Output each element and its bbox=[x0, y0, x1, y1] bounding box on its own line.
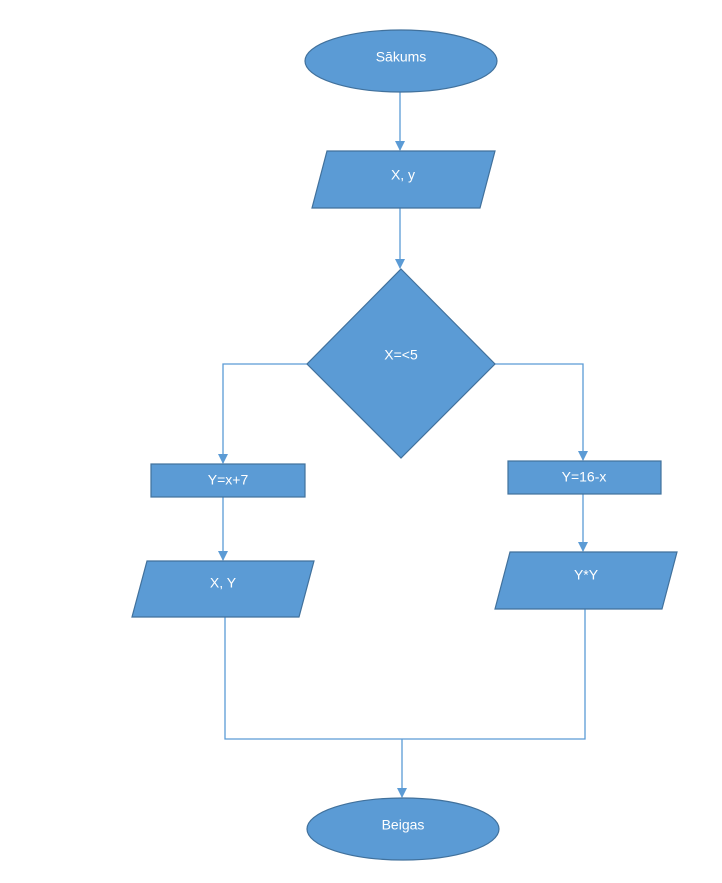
start-label: Sākums bbox=[376, 49, 427, 65]
process-left-label: Y=x+7 bbox=[208, 472, 249, 488]
edge-right-output-to-merge bbox=[402, 608, 586, 740]
decision-label: X=<5 bbox=[384, 347, 418, 363]
output-right-node: Y*Y bbox=[494, 551, 678, 610]
edge-decision-to-right-process bbox=[495, 363, 588, 461]
edge-decision-to-left-process bbox=[218, 363, 307, 464]
output-right-label: Y*Y bbox=[574, 567, 599, 583]
process-right-node: Y=16-x bbox=[507, 460, 662, 495]
connectors bbox=[218, 92, 588, 798]
edge-left-output-to-merge bbox=[224, 617, 402, 740]
end-label: Beigas bbox=[382, 817, 425, 833]
output-left-label: X, Y bbox=[210, 575, 237, 591]
process-left-node: Y=x+7 bbox=[150, 463, 306, 498]
input-xy-node: X, y bbox=[311, 150, 496, 209]
output-left-node: X, Y bbox=[131, 560, 315, 618]
decision-node: X=<5 bbox=[306, 268, 496, 459]
start-terminator: Sākums bbox=[304, 29, 498, 93]
end-terminator: Beigas bbox=[306, 797, 500, 861]
process-right-label: Y=16-x bbox=[562, 469, 607, 485]
input-xy-label: X, y bbox=[391, 167, 415, 183]
